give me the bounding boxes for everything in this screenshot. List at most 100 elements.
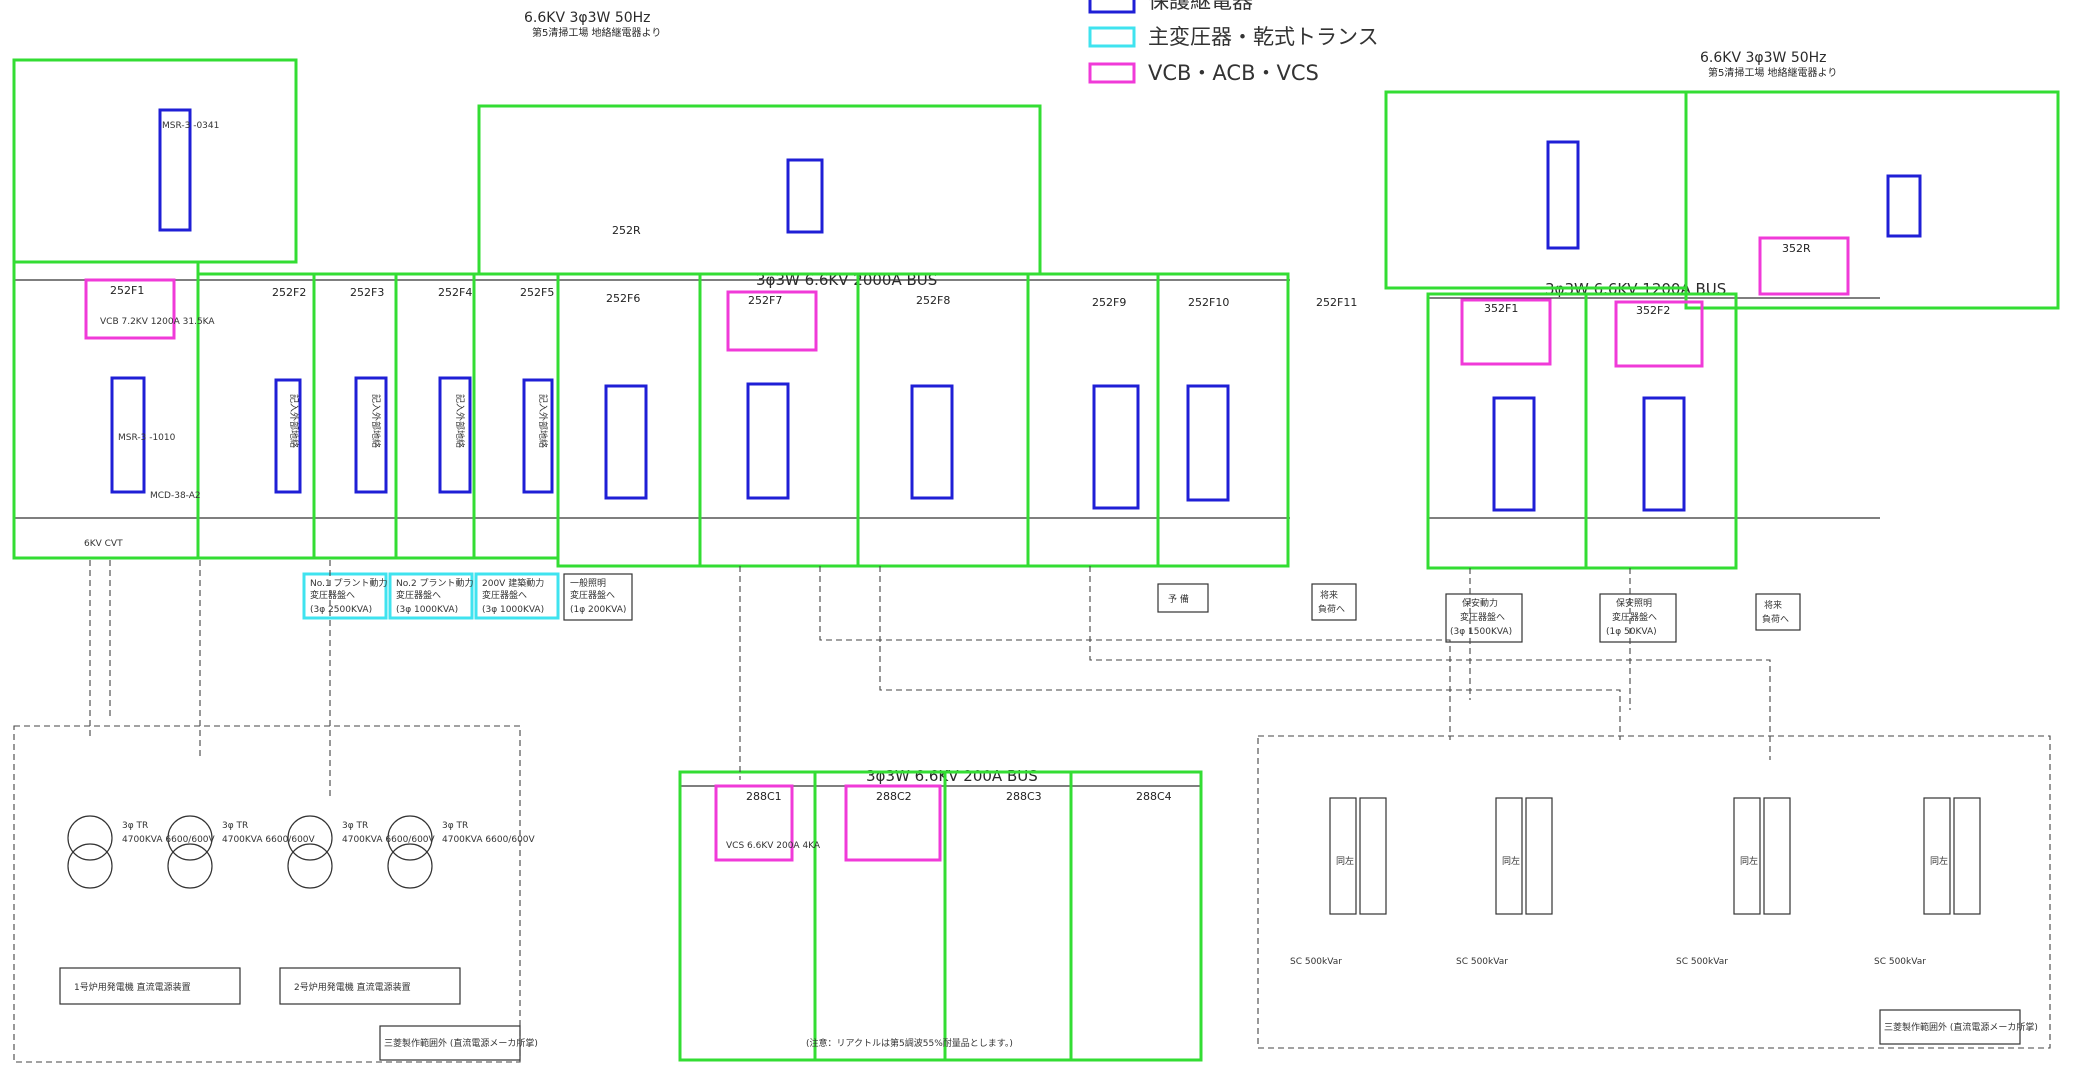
sc-label-2: SC 500kVar: [1456, 957, 1508, 967]
frame-feeder-252F1: [12, 260, 200, 560]
sc-label-4: SC 500kVar: [1874, 957, 1926, 967]
incomer-label-252R: 252R: [612, 224, 641, 237]
lower-left-boundary: [13, 725, 521, 1063]
feeder-label-252F1: 252F1: [110, 284, 144, 297]
relay-352F2: [1642, 396, 1686, 512]
lower-left-area: 3φ TR 4700KVA 6600/600V 3φ TR 4700KVA 66…: [13, 725, 538, 1063]
legend-transformer-swatch: [1088, 26, 1136, 48]
frame-right-incomer-b: [1684, 90, 2060, 310]
frame-feeder-252F8: [856, 272, 1030, 568]
green-frames: [12, 58, 2060, 1062]
load-lighting-line3: (1φ 200KVA): [570, 605, 626, 615]
feeder-label-252F11: 252F11: [1316, 296, 1357, 309]
load-emergency-lighting-line3: (1φ 50KVA): [1606, 627, 1657, 637]
legend-breaker-label: VCB・ACB・VCS: [1148, 61, 1319, 85]
tr-box-2-line1: No.2 プラント動力: [396, 577, 474, 589]
device-cable-252F1: 6KV CVT: [84, 539, 123, 549]
tr-spec-2: 4700KVA 6600/600V: [222, 835, 316, 845]
load-box-spare: [1157, 583, 1209, 613]
load-future-1-line2: 負荷へ: [1318, 603, 1345, 615]
tr-box-2-line2: 変圧器盤へ: [396, 589, 441, 601]
device-meter-252F1: MCD-38-A2: [150, 491, 201, 501]
breaker-boxes: [84, 236, 1850, 862]
load-box-emergency-lighting: [1599, 593, 1677, 643]
device-relay-252F1: MSR-3 -1010: [118, 433, 176, 443]
breaker-352R: [1758, 236, 1850, 296]
lower-left-footer: 三菱製作範囲外 (直流電源メーカ所掌): [384, 1037, 538, 1049]
lower-left-footer-box: [379, 1025, 521, 1061]
feeder-label-352F2: 352F2: [1636, 304, 1670, 317]
dc-unit-1-label: 1号炉用発電機 直流電源装置: [74, 981, 191, 993]
frame-cap-288C1: [678, 770, 817, 1062]
dc-unit-1: [59, 967, 241, 1005]
frame-cap-288C3: [943, 770, 1073, 1062]
frame-feeder-352F1: [1426, 292, 1588, 570]
device-relay-msr-in: MSR-3 -0341: [162, 121, 219, 131]
lower-bus-label: 3φ3W 6.6KV 200A BUS: [866, 767, 1038, 785]
tr-label-1: 3φ TR: [122, 821, 148, 831]
source-left-voltage: 6.6KV 3φ3W 50Hz: [524, 10, 651, 26]
frame-right-incomer-a: [1384, 90, 1688, 290]
feeder-label-252F9: 252F9: [1092, 296, 1126, 309]
load-future-2-line2: 負荷へ: [1762, 613, 1789, 625]
load-lighting-line1: 一般照明: [570, 577, 606, 589]
relay-252F1: [110, 376, 146, 494]
load-boxes: [563, 573, 1801, 643]
same-left-2: 同左: [1502, 855, 1520, 867]
relay-right-incomer-a: [1546, 140, 1580, 250]
feeder-label-352F1: 352F1: [1484, 302, 1518, 315]
load-spare-line1: 予 備: [1168, 593, 1189, 605]
relay-left-incomer: [158, 108, 192, 232]
frame-cap-288C4: [1069, 770, 1203, 1062]
tr-box-2: [388, 572, 474, 620]
reactor-note: (注意：リアクトルは第5調波55%耐量品とします。): [806, 1037, 1013, 1049]
sc-label-3: SC 500kVar: [1676, 957, 1728, 967]
relay-252F7: [746, 382, 790, 500]
tr-box-1: [302, 572, 388, 620]
tr-box-3-line1: 200V 建築動力: [482, 577, 544, 589]
relay-252F8: [910, 384, 954, 500]
relay-252F6: [604, 384, 648, 500]
relay-label-252F2: 記入外部地絡: [288, 394, 300, 448]
relay-252F5: [522, 378, 554, 494]
relay-label-252F4: 記入外部地絡: [454, 394, 466, 448]
relay-252F10: [1186, 384, 1230, 502]
load-emergency-lighting-line2: 変圧器盤へ: [1612, 611, 1657, 623]
sc-label-1: SC 500kVar: [1290, 957, 1342, 967]
load-box-future-1: [1311, 583, 1357, 621]
source-left-origin: 第5清掃工場 地絡継電器より: [532, 26, 661, 39]
breaker-252F7: [726, 290, 818, 352]
frame-feeder-252F10: [1156, 272, 1290, 568]
same-left-3: 同左: [1740, 855, 1758, 867]
load-emergency-lighting-line1: 保安照明: [1616, 597, 1652, 609]
source-right-origin: 第5清掃工場 地絡継電器より: [1708, 66, 1837, 79]
breaker-252F1: [84, 278, 176, 340]
feeder-labels: 252F1 252F2 252F3 252F4 252F5 252F6 252F…: [110, 224, 1811, 803]
frame-left-incomer: [12, 58, 298, 264]
relay-main-incomer: [786, 158, 824, 234]
tr-box-3-line2: 変圧器盤へ: [482, 589, 527, 601]
same-left-4: 同左: [1930, 855, 1948, 867]
load-lighting-line2: 変圧器盤へ: [570, 589, 615, 601]
tr-box-1-line1: No.1 プラント動力: [310, 577, 388, 589]
relay-right-incomer-b: [1886, 174, 1922, 238]
tr-box-1-line3: (3φ 2500KVA): [310, 605, 372, 615]
tr-label-4: 3φ TR: [442, 821, 468, 831]
legend: 保護継電器 主変圧器・乾式トランス VCB・ACB・VCS: [1088, 0, 1379, 85]
relay-352F1: [1492, 396, 1536, 512]
cap-label-288C3: 288C3: [1006, 790, 1042, 803]
lower-right-area: 同左 同左 同左 同左 SC 500kVar SC 500kVar SC 500…: [1257, 735, 2051, 1049]
tr-spec-4: 4700KVA 6600/600V: [442, 835, 536, 845]
load-emergency-power-line2: 変圧器盤へ: [1460, 611, 1505, 623]
dc-unit-2: [279, 967, 461, 1005]
feeder-label-252F6: 252F6: [606, 292, 640, 305]
load-box-emergency-power: [1445, 593, 1523, 643]
load-box-future-2: [1755, 593, 1801, 631]
device-vcb-252F1: VCB 7.2KV 1200A 31.5KA: [100, 317, 215, 327]
feeder-label-252F7: 252F7: [748, 294, 782, 307]
relay-252F2: [274, 378, 302, 494]
frame-feeder-252F7: [698, 272, 860, 568]
lower-right-footer-box: [1879, 1009, 2021, 1045]
breaker-288C1: [714, 784, 794, 862]
